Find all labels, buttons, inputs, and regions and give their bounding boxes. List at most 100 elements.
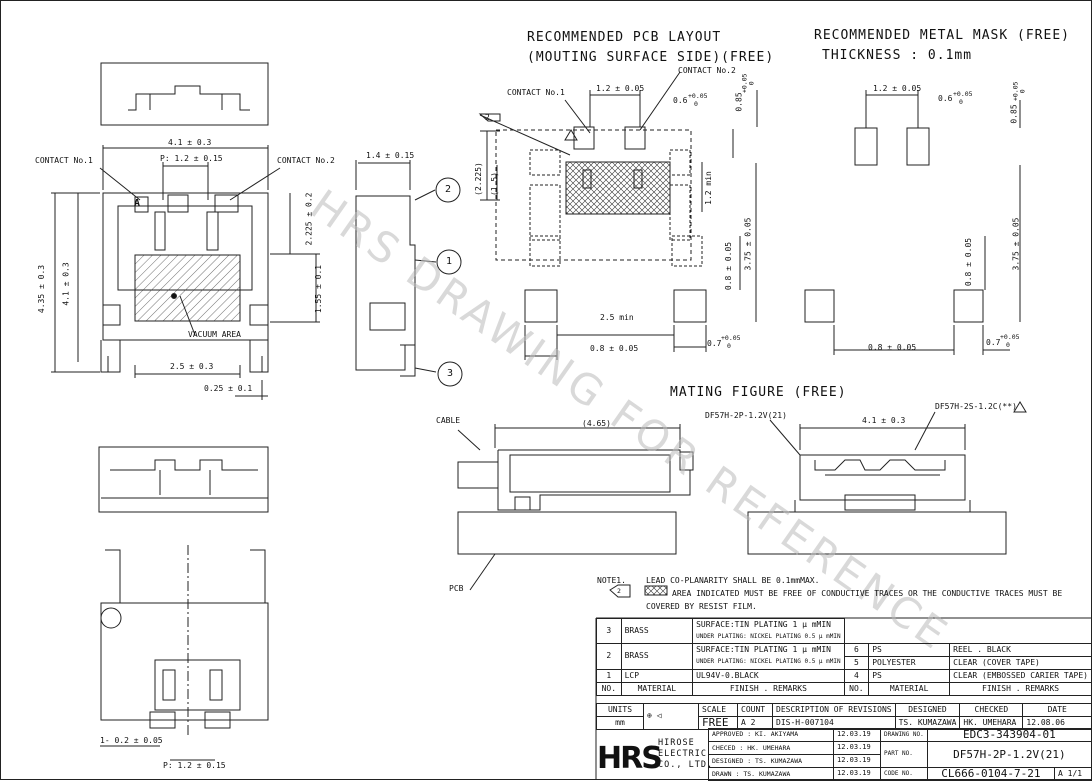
- side-callout-3: 3: [447, 368, 454, 379]
- drawing-no-label: DRAWING NO.: [880, 727, 928, 743]
- bom-left-material: BRASS: [620, 618, 694, 644]
- metal-mask-heading: RECOMMENDED METAL MASK (FREE): [814, 28, 1070, 43]
- projection-icon: ⊕ ◁: [647, 711, 662, 721]
- bom-right-material: PS: [868, 669, 951, 683]
- pcb-tol-07-low: 0: [727, 342, 731, 350]
- bom-header-finish: FINISH . REMARKS: [949, 682, 1092, 696]
- approval-date: 12.03.19: [833, 767, 881, 781]
- pcb-tol-07-up: +0.05: [721, 334, 741, 342]
- metal-mask-thickness: THICKNESS : 0.1mm: [822, 48, 973, 63]
- bom-right-material: PS: [868, 643, 951, 657]
- bom-right-no: 6: [843, 643, 870, 657]
- sheet-cell: A 1/1: [1054, 767, 1092, 781]
- bom-header-no: NO.: [843, 682, 870, 696]
- bom-left-material: LCP: [620, 669, 694, 683]
- pcb-dim-375: 3.75 ± 0.05: [743, 217, 753, 271]
- note-line2: AREA INDICATED MUST BE FREE OF CONDUCTIV…: [672, 589, 1063, 598]
- count-value: 2: [750, 717, 756, 727]
- note-marker: 2: [617, 587, 621, 595]
- top-view: [100, 62, 269, 126]
- scale-label: SCALE: [698, 703, 738, 717]
- bottom-view-lower: [100, 545, 269, 761]
- pcb-tol-06-low: 0: [694, 100, 698, 108]
- bom-right-material: POLYESTER: [868, 656, 951, 670]
- mask-tol-07-up: +0.05: [1000, 333, 1020, 341]
- bom-left-finish1: SURFACE:TIN PLATING 1 μ mMIN: [692, 618, 845, 631]
- pcb-dim-07: 0.7: [707, 339, 722, 348]
- bom-right-no: 5: [843, 656, 870, 670]
- bottom-dim-02: 1- 0.2 ± 0.05: [100, 736, 163, 745]
- code-no-label: CODE NO.: [880, 767, 928, 781]
- approval-row: DESIGNED : TS. KUMAZAWA: [708, 754, 834, 769]
- approval-date: 12.03.19: [833, 754, 881, 769]
- approval-row: APPROVED : KI. AKIYAMA: [708, 727, 834, 743]
- mask-tol-085-low: 0: [1018, 89, 1027, 94]
- note-line1: LEAD CO-PLANARITY SHALL BE 0.1mmMAX.: [646, 576, 820, 585]
- pcb-dim-25min: 2.5 min: [600, 313, 634, 322]
- mask-dim-08v: 0.8 ± 0.05: [964, 237, 974, 287]
- bom-left-material: BRASS: [620, 643, 694, 670]
- front-mark-a: A: [134, 198, 141, 209]
- pcb-note-marker: 2: [485, 113, 490, 122]
- approval-table: APPROVED : KI. AKIYAMA 12.03.19 DRAWING …: [708, 727, 1092, 781]
- count-label: COUNT: [737, 703, 773, 717]
- mask-dim-12: 1.2 ± 0.05: [873, 84, 922, 93]
- front-dim-155: 1.55 ± 0.1: [314, 264, 324, 314]
- side-view: [355, 160, 463, 387]
- mask-dim-08h: 0.8 ± 0.05: [868, 343, 917, 352]
- pcb-dim-12: 1.2 ± 0.05: [596, 84, 645, 93]
- mask-dim-07: 0.7: [986, 338, 1001, 347]
- bom-right-finish: CLEAR (COVER TAPE): [949, 656, 1092, 670]
- mating-dim-41: 4.1 ± 0.3: [862, 416, 906, 425]
- mating-heading: MATING FIGURE (FREE): [670, 385, 847, 400]
- front-dim-25: 2.5 ± 0.3: [170, 362, 214, 371]
- hrs-logo: HRS: [597, 741, 663, 776]
- front-dim-435: 4.35 ± 0.3: [37, 264, 47, 314]
- pcb-layout-drawing: [478, 71, 758, 360]
- pcb-dim-08h: 0.8 ± 0.05: [590, 344, 639, 353]
- pcb-tol-06-up: +0.05: [688, 92, 708, 100]
- metal-mask-drawing: [804, 90, 1021, 355]
- bom-left-no: 2: [596, 643, 622, 670]
- bottom-dim-pitch: P: 1.2 ± 0.15: [163, 761, 226, 770]
- bom-header-material: MATERIAL: [868, 682, 951, 696]
- mask-tol-06-up: +0.05: [953, 90, 973, 98]
- desc-label: DESCRIPTION OF REVISIONS: [772, 703, 896, 717]
- pcb-contact1-label: CONTACT No.1: [507, 88, 565, 97]
- front-contact1-label: CONTACT No.1: [35, 156, 93, 165]
- pcb-layout-subheading: (MOUTING SURFACE SIDE)(FREE): [527, 50, 775, 65]
- mask-tol-06-low: 0: [959, 98, 963, 106]
- bom-left-finish2: UNDER PLATING: NICKEL PLATING 0.5 μ mMIN: [692, 656, 845, 670]
- vacuum-area-label: VACUUM AREA: [188, 330, 241, 339]
- front-dim-41: 4.1 ± 0.3: [61, 262, 71, 306]
- approval-row: DRAWN : TS. KUMAZAWA: [708, 767, 834, 781]
- approval-row: CHECED : HK. UMEHARA: [708, 741, 834, 756]
- company-name: HIROSE ELECTRIC CO., LTD.: [658, 738, 714, 770]
- bom-left-finish1: UL94V-0.BLACK: [692, 669, 845, 683]
- front-dim-pitch: P: 1.2 ± 0.15: [160, 154, 223, 163]
- sheet-number: 1/1: [1067, 768, 1083, 778]
- pcb-dim-2225: (2.225): [473, 162, 483, 196]
- bom-header-material: MATERIAL: [620, 682, 694, 696]
- pcb-contact2-label: CONTACT No.2: [678, 66, 736, 75]
- code-no: CL666-0104-7-21: [926, 767, 1056, 781]
- part-no-label: PART NO.: [880, 741, 928, 769]
- sheet-revision: A: [1058, 768, 1063, 778]
- bom-right-no: 4: [843, 669, 870, 683]
- units-label: UNITS: [596, 703, 644, 717]
- mating-dim-465: (4.65): [582, 419, 611, 428]
- mating-pcb-label: PCB: [449, 584, 464, 593]
- designed-label: DESIGNED: [894, 703, 961, 717]
- mask-dim-375: 3.75 ± 0.05: [1011, 217, 1021, 271]
- checked-label: CHECKED: [959, 703, 1024, 717]
- mask-tol-07-low: 0: [1006, 341, 1010, 349]
- units-value: mm: [596, 715, 644, 731]
- pcb-dim-12min: 1.2 min: [703, 171, 713, 205]
- bom-table: 3 BRASS SURFACE:TIN PLATING 1 μ mMIN UND…: [596, 618, 1092, 696]
- note-title: NOTE1.: [597, 576, 626, 585]
- pcb-dim-08v: 0.8 ± 0.05: [724, 241, 734, 291]
- bom-right-finish: CLEAR (EMBOSSED CARIER TAPE): [949, 669, 1092, 683]
- side-callout-1: 1: [446, 256, 453, 267]
- pcb-dim-085: 0.85: [734, 92, 744, 112]
